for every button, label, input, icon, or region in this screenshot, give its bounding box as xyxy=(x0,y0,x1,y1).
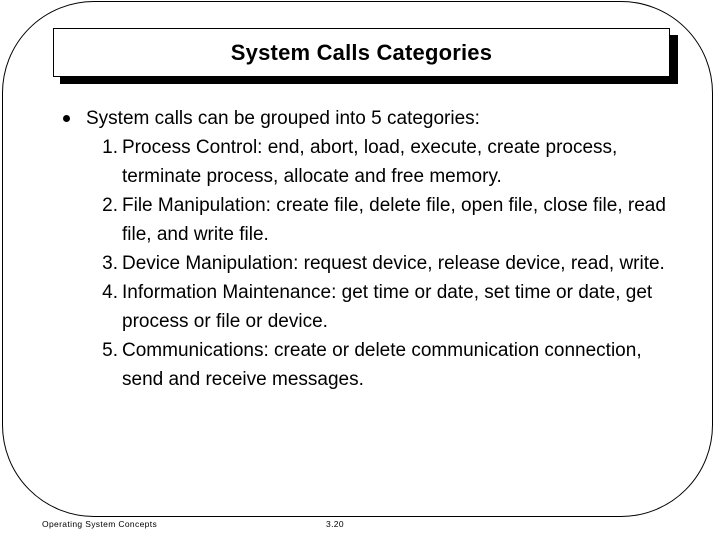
bullet-list-item: System calls can be grouped into 5 categ… xyxy=(56,104,676,133)
bullet-dot-icon xyxy=(63,115,70,122)
numbered-list: 1. Process Control: end, abort, load, ex… xyxy=(56,133,676,394)
list-item-label: Process Control: end, abort, load, execu… xyxy=(122,137,618,187)
footer-page-number: 3.20 xyxy=(326,519,344,529)
list-item-label: File Manipulation: create file, delete f… xyxy=(122,195,666,245)
list-item: 5. Communications: create or delete comm… xyxy=(56,336,676,394)
list-item: 1. Process Control: end, abort, load, ex… xyxy=(56,133,676,191)
slide-footer: Operating System Concepts 3.20 xyxy=(0,517,720,540)
title-box: System Calls Categories xyxy=(53,28,670,77)
list-item-marker: 5. xyxy=(102,340,118,361)
list-item-label: Information Maintenance: get time or dat… xyxy=(122,282,653,332)
list-item-marker: 3. xyxy=(102,253,118,274)
list-item: 3. Device Manipulation: request device, … xyxy=(56,249,676,278)
page-title: System Calls Categories xyxy=(230,39,493,65)
list-item-marker: 1. xyxy=(102,137,118,158)
list-item: 2. File Manipulation: create file, delet… xyxy=(56,191,676,249)
footer-book-title: Operating System Concepts xyxy=(42,519,158,529)
list-item-label: Communications: create or delete communi… xyxy=(122,340,642,390)
list-item-label: Device Manipulation: request device, rel… xyxy=(122,253,665,274)
list-item-marker: 4. xyxy=(102,282,118,303)
list-item-marker: 2. xyxy=(102,195,118,216)
list-item: 4. Information Maintenance: get time or … xyxy=(56,278,676,336)
slide-body: System calls can be grouped into 5 categ… xyxy=(56,104,676,394)
bullet-item-label: System calls can be grouped into 5 categ… xyxy=(86,108,480,129)
frame-bottom-mask xyxy=(0,518,720,542)
